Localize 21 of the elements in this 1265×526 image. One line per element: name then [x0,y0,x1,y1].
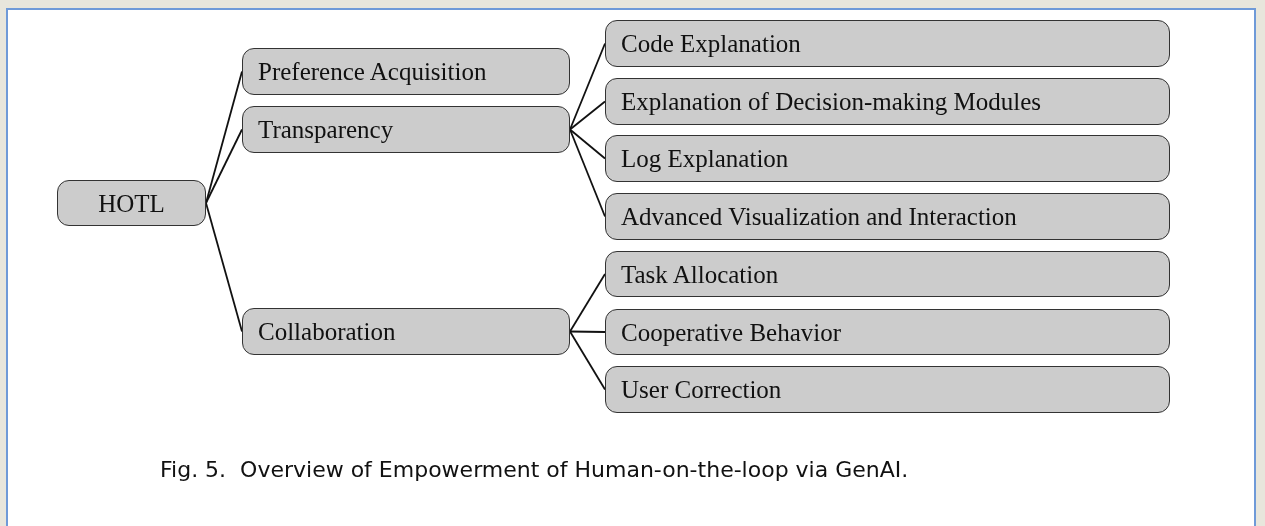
connector-line [569,42,606,131]
root-box: HOTL [57,180,206,226]
topic-box: Task Allocation [605,251,1170,297]
topic-box: Collaboration [242,308,570,355]
connector-line [205,128,243,204]
connector-line [569,273,606,333]
connector-line [569,330,606,391]
topic-box: User Correction [605,366,1170,413]
topic-box: Transparency [242,106,570,153]
figure-caption: Fig. 5. Overview of Empowerment of Human-on-the-loop via GenAI. [160,456,909,484]
topic-box: Preference Acquisition [242,48,570,95]
topic-box: Advanced Visualization and Interaction [605,193,1170,240]
connector-line [569,128,606,160]
connector-line [569,128,606,218]
connector-line [569,330,606,333]
topic-box: Explanation of Decision-making Modules [605,78,1170,125]
connector-line [569,100,606,131]
topic-box: Log Explanation [605,135,1170,182]
topic-box: Cooperative Behavior [605,309,1170,355]
topic-box: Code Explanation [605,20,1170,67]
connector-line [205,202,243,333]
